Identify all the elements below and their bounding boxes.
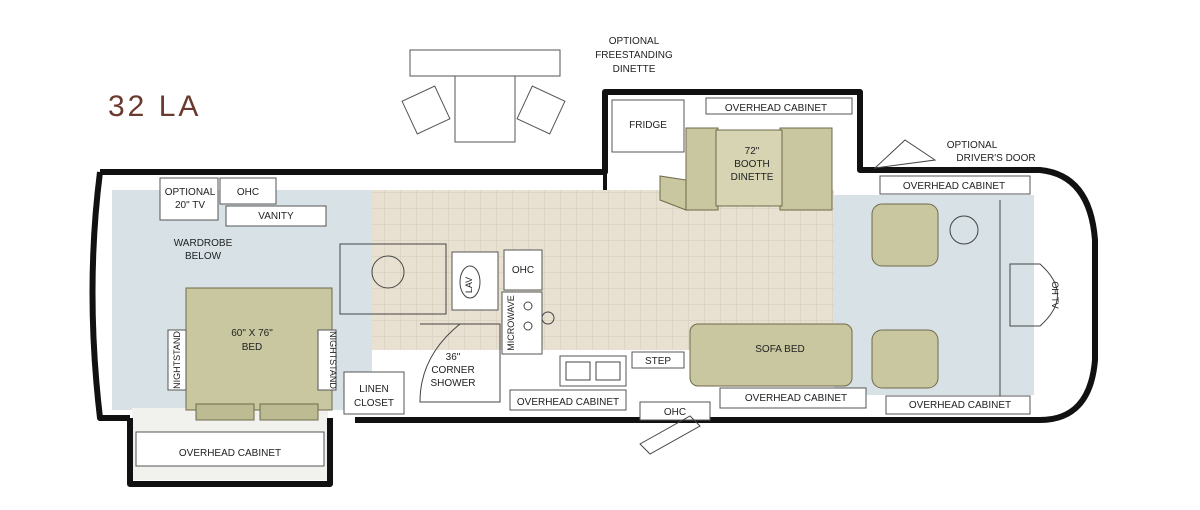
overhead-cabinet-rear bbox=[135, 431, 325, 467]
overhead-cabinet-cab-label: OVERHEAD CABINET bbox=[903, 181, 1005, 192]
tile-floor bbox=[372, 190, 834, 350]
ohc-rear-cabinet bbox=[219, 177, 277, 205]
overhead-cabinet-sofa bbox=[719, 387, 867, 409]
sofa-bed bbox=[689, 323, 853, 387]
optional-dinette-label-3: DINETTE bbox=[613, 64, 656, 75]
vanity-label: VANITY bbox=[258, 211, 294, 222]
burner-icon-2 bbox=[523, 321, 533, 331]
linen-closet-label-1: LINEN bbox=[359, 384, 388, 395]
burner-icon-1 bbox=[523, 301, 533, 311]
lavatory bbox=[451, 251, 499, 311]
sink-icon bbox=[459, 265, 481, 299]
bed-label-2: BED bbox=[242, 342, 263, 353]
entry-door bbox=[639, 415, 701, 455]
galley-sink bbox=[559, 355, 627, 387]
sink-basin-icon-2 bbox=[595, 361, 621, 381]
shower-label-1: 36" bbox=[446, 352, 461, 363]
exterior-wall bbox=[89, 89, 1098, 423]
booth-dinette-label-1: 72" bbox=[745, 146, 760, 157]
entry-step bbox=[631, 351, 685, 369]
shower-label-2: CORNER bbox=[431, 365, 474, 376]
sink-basin-icon-1 bbox=[565, 361, 591, 381]
overhead-cabinet-front bbox=[885, 395, 1031, 415]
nightstand-right-label: NIGHTSTAND bbox=[328, 331, 338, 389]
drivers-door-label-2: DRIVER'S DOOR bbox=[956, 153, 1035, 164]
booth-dinette bbox=[659, 127, 833, 211]
nightstand-left bbox=[167, 329, 187, 391]
toilet-room bbox=[339, 243, 447, 315]
shower-label-3: SHOWER bbox=[431, 378, 476, 389]
bed bbox=[185, 287, 333, 411]
drivers-door-label-1: OPTIONAL bbox=[947, 140, 998, 151]
overhead-cabinet-cab bbox=[879, 175, 1031, 195]
oh-tv-label: OH TV bbox=[1050, 281, 1060, 308]
booth-dinette-label-2: BOOTH bbox=[734, 159, 770, 170]
booth-dinette-label-3: DINETTE bbox=[731, 172, 774, 183]
overhead-tv bbox=[1009, 263, 1058, 327]
overhead-cabinet-galley bbox=[509, 389, 627, 411]
overhead-cabinet-dinette-label: OVERHEAD CABINET bbox=[725, 103, 827, 114]
lav-label: LAV bbox=[464, 277, 474, 293]
wardrobe-label-1: WARDROBE bbox=[174, 238, 233, 249]
burner-icon-3 bbox=[541, 311, 555, 325]
corner-shower bbox=[419, 323, 501, 403]
fridge bbox=[611, 99, 685, 153]
overhead-cabinet-galley-label: OVERHEAD CABINET bbox=[517, 397, 619, 408]
microwave bbox=[501, 291, 543, 355]
overhead-cabinet-rear-label: OVERHEAD CABINET bbox=[179, 448, 281, 459]
overhead-cabinet-dinette bbox=[705, 97, 853, 115]
linen-closet-label-2: CLOSET bbox=[354, 398, 394, 409]
optional-tv-cabinet bbox=[159, 177, 219, 221]
overhead-cabinet-sofa-label: OVERHEAD CABINET bbox=[745, 393, 847, 404]
toilet-icon bbox=[371, 255, 405, 289]
drivers-seat bbox=[871, 203, 939, 267]
drivers-door bbox=[873, 139, 937, 169]
ohc-rear-label: OHC bbox=[237, 187, 259, 198]
optional-dinette-label-2: FREESTANDING bbox=[595, 50, 673, 61]
passenger-seat bbox=[871, 329, 939, 389]
optional-freestanding-dinette bbox=[401, 49, 566, 143]
nightstand-right bbox=[317, 329, 337, 391]
pillow-right bbox=[259, 403, 319, 421]
linen-closet bbox=[343, 371, 405, 415]
optional-dinette-label-1: OPTIONAL bbox=[609, 36, 660, 47]
steering-wheel-icon bbox=[949, 215, 979, 245]
ohc-galley bbox=[503, 249, 543, 291]
overhead-cabinet-front-label: OVERHEAD CABINET bbox=[909, 400, 1011, 411]
bed-label-1: 60" X 76" bbox=[231, 328, 273, 339]
fridge-label: FRIDGE bbox=[629, 120, 667, 131]
ohc-galley-label: OHC bbox=[512, 265, 534, 276]
optional-tv-label-2: 20" TV bbox=[175, 200, 205, 211]
wardrobe-label-2: BELOW bbox=[185, 251, 222, 262]
optional-tv-label-1: OPTIONAL bbox=[165, 187, 216, 198]
rear-slideout-wall bbox=[127, 418, 333, 487]
vanity bbox=[225, 205, 327, 227]
microwave-label: MICROWAVE bbox=[506, 295, 516, 351]
pillow-left bbox=[195, 403, 255, 421]
ohc-door bbox=[639, 401, 711, 421]
nightstand-left-label: NIGHTSTAND bbox=[172, 331, 182, 389]
sofa-bed-label: SOFA BED bbox=[755, 344, 804, 355]
step-label: STEP bbox=[645, 356, 671, 367]
ohc-door-label: OHC bbox=[664, 407, 686, 418]
model-title: 32 LA bbox=[108, 90, 201, 123]
